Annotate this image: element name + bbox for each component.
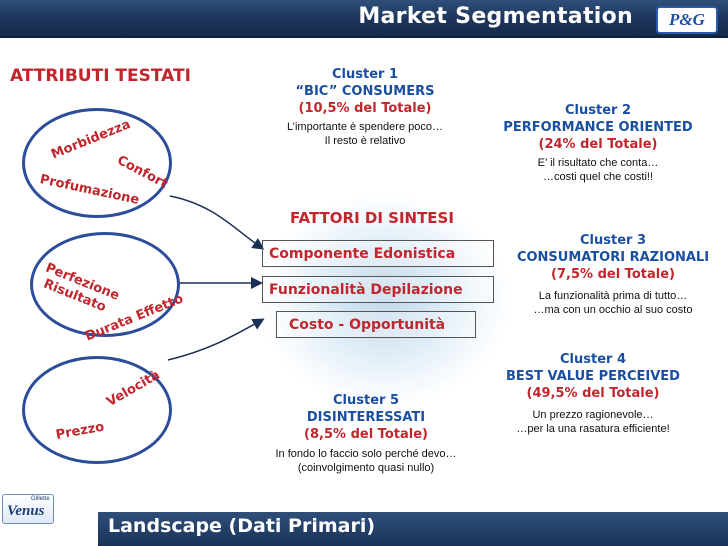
cluster-5-label: DISINTERESSATI	[258, 409, 474, 426]
cluster-3: Cluster 3 CONSUMATORI RAZIONALI (7,5% de…	[498, 232, 728, 317]
footer-title: Landscape (Dati Primari)	[108, 515, 375, 537]
cluster-5-name: Cluster 5	[258, 392, 474, 409]
cluster-5: Cluster 5 DISINTERESSATI (8,5% del Total…	[258, 392, 474, 475]
factors-title: FATTORI DI SINTESI	[290, 209, 454, 227]
cluster-5-line2: (coinvolgimento quasi nullo)	[258, 461, 474, 475]
cluster-3-share: (7,5% del Totale)	[498, 266, 728, 283]
cluster-4: Cluster 4 BEST VALUE PERCEIVED (49,5% de…	[478, 351, 708, 436]
cluster-2-line1: E’ il risultato che conta…	[478, 156, 718, 170]
factor-funzionalita-depilazione: Funzionalità Depilazione	[262, 276, 494, 303]
arrow-1	[170, 196, 262, 248]
cluster-2-label: PERFORMANCE ORIENTED	[478, 119, 718, 136]
cluster-4-share: (49,5% del Totale)	[478, 385, 708, 402]
cluster-4-label: BEST VALUE PERCEIVED	[478, 368, 708, 385]
factor-costo-opportunita: Costo - Opportunità	[276, 311, 476, 338]
venus-logo-text: Venus	[7, 503, 45, 520]
venus-logo: Gillette Venus	[2, 494, 54, 524]
cluster-3-label: CONSUMATORI RAZIONALI	[498, 249, 728, 266]
cluster-4-line1: Un prezzo ragionevole…	[478, 408, 708, 422]
attribute-group-1	[22, 108, 172, 218]
cluster-4-line2: …per la una rasatura efficiente!	[478, 422, 708, 436]
cluster-1-label: “BIC” CONSUMERS	[260, 83, 470, 100]
cluster-4-name: Cluster 4	[478, 351, 708, 368]
cluster-5-line1: In fondo lo faccio solo perché devo…	[258, 447, 474, 461]
cluster-3-name: Cluster 3	[498, 232, 728, 249]
venus-logo-small: Gillette	[31, 496, 50, 502]
cluster-2-share: (24% del Totale)	[478, 136, 718, 153]
cluster-1-name: Cluster 1	[260, 66, 470, 83]
arrow-3	[168, 320, 262, 360]
cluster-1: Cluster 1 “BIC” CONSUMERS (10,5% del Tot…	[260, 66, 470, 148]
cluster-1-line1: L’importante è spendere poco…	[260, 120, 470, 134]
cluster-5-share: (8,5% del Totale)	[258, 426, 474, 443]
cluster-2-line2: …costi quel che costi!!	[478, 170, 718, 184]
factor-componente-edonistica: Componente Edonistica	[262, 240, 494, 267]
cluster-1-share: (10,5% del Totale)	[260, 100, 470, 117]
cluster-1-line2: Il resto è relativo	[260, 134, 470, 148]
cluster-3-line1: La funzionalità prima di tutto…	[498, 289, 728, 303]
cluster-2-name: Cluster 2	[478, 102, 718, 119]
cluster-3-line2: …ma con un occhio al suo costo	[498, 303, 728, 317]
cluster-2: Cluster 2 PERFORMANCE ORIENTED (24% del …	[478, 102, 718, 184]
